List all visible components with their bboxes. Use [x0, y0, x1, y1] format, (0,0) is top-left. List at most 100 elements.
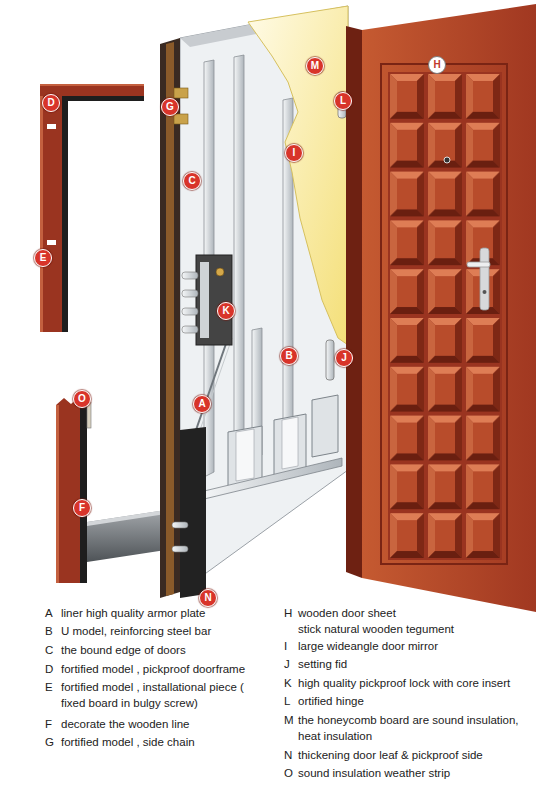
frame-highlight — [56, 405, 59, 583]
key-letter: B — [45, 623, 53, 639]
callout-circle: C — [183, 172, 201, 190]
frame-upright — [56, 396, 80, 583]
key-letter-text: C — [45, 644, 53, 656]
callout-letter: H — [433, 60, 440, 70]
callout-letter: N — [204, 593, 211, 603]
lock-cylinder — [216, 268, 224, 276]
callout-circle: N — [199, 589, 217, 607]
callout-circle: O — [73, 390, 91, 408]
callout-circle: A — [193, 395, 211, 413]
lock-bolt — [182, 272, 198, 279]
key-letter-text: E — [45, 681, 53, 693]
door-frame-line — [381, 64, 507, 564]
key-text: U model, reinforcing steel bar — [61, 625, 211, 637]
frame-inner-edge — [62, 96, 144, 101]
callout-letter: A — [198, 399, 205, 409]
door-panels — [388, 72, 502, 560]
u-channel — [274, 414, 306, 476]
key-text: the honeycomb board are sound insulation… — [298, 714, 519, 742]
callout-letter: O — [78, 394, 86, 404]
key-letter: M — [284, 712, 294, 728]
callout-circle: M — [306, 57, 324, 75]
key-description: fortified model , pickproof doorframe — [61, 661, 281, 677]
key-letter-text: D — [45, 663, 53, 675]
honeycomb-board — [248, 6, 348, 345]
leaf-side-strip — [180, 427, 206, 598]
lock-box — [196, 255, 232, 345]
key-letter: N — [284, 747, 292, 763]
key-letter: I — [284, 638, 287, 654]
key-letter: J — [284, 656, 290, 672]
key-letter: O — [284, 765, 293, 781]
frame-inner-edge — [80, 398, 87, 583]
steel-bar — [200, 458, 342, 500]
handle-plate — [480, 248, 489, 310]
callout-letter: B — [285, 351, 292, 361]
callout-circle: H — [428, 56, 446, 74]
lock-rod — [196, 338, 228, 430]
key-text: the bound edge of doors — [61, 644, 186, 656]
frame-slot — [47, 124, 56, 129]
key-text: setting fid — [298, 658, 347, 670]
key-description: fortified model , side chain — [61, 734, 281, 750]
u-channel-inner — [282, 417, 298, 469]
lock-rod — [200, 338, 232, 430]
key-description: thickening door leaf & pickproof side — [298, 747, 550, 763]
key-text: decorate the wooden line — [61, 718, 190, 730]
callout-circle: D — [42, 94, 60, 112]
key-letter: H — [284, 605, 292, 621]
lock-bolt — [182, 308, 198, 315]
lock-plate — [200, 262, 209, 338]
callout-letter: F — [79, 503, 85, 513]
callout-letter: C — [188, 176, 195, 186]
callout-circle: I — [285, 144, 303, 162]
callout-circle: K — [217, 302, 235, 320]
key-description: large wideangle door mirror — [298, 638, 550, 654]
callout-circle: B — [280, 347, 298, 365]
pickproof-pin — [172, 522, 188, 528]
lock-bolt — [182, 290, 198, 297]
callout-circle: E — [34, 249, 52, 267]
key-description: wooden door sheet stick natural wooden t… — [298, 605, 498, 637]
door-face — [362, 4, 536, 612]
key-description: ortified hinge — [298, 693, 550, 709]
frame-highlight — [40, 84, 43, 332]
key-letter-text: O — [284, 767, 293, 779]
key-letter-text: G — [45, 736, 54, 748]
key-letter-text: M — [284, 714, 294, 726]
key-description: setting fid — [298, 656, 550, 672]
key-letter: A — [45, 605, 53, 621]
side-chain — [174, 114, 188, 124]
key-letter-text: K — [284, 677, 292, 689]
key-letter: F — [45, 716, 52, 732]
key-letter: L — [284, 693, 290, 709]
key-description: sound insulation weather strip — [298, 765, 550, 781]
bound-edge-stripe — [166, 42, 174, 596]
key-description: decorate the wooden line — [61, 716, 281, 732]
key-letter-text: L — [284, 695, 290, 707]
key-text: liner high quality armor plate — [61, 607, 205, 619]
keyhole — [483, 290, 487, 294]
key-letter: K — [284, 675, 292, 691]
key-text: fortified model , installational piece (… — [61, 681, 244, 709]
key-letter: G — [45, 734, 54, 750]
callout-letter: D — [47, 98, 54, 108]
key-description: the bound edge of doors — [61, 642, 281, 658]
key-text: high quality pickproof lock with core in… — [298, 677, 510, 689]
key-letter: E — [45, 679, 53, 695]
key-letter-text: H — [284, 607, 292, 619]
key-letter-text: N — [284, 749, 292, 761]
key-letter-text: A — [45, 607, 53, 619]
key-text: large wideangle door mirror — [298, 640, 438, 652]
key-description: liner high quality armor plate — [61, 605, 281, 621]
frame-upright — [40, 84, 62, 332]
key-text: wooden door sheet stick natural wooden t… — [298, 607, 454, 635]
callout-circle: L — [334, 92, 352, 110]
key-text: fortified model , side chain — [61, 736, 195, 748]
key-text: sound insulation weather strip — [298, 767, 450, 779]
side-chain — [174, 88, 188, 98]
door-side — [346, 26, 362, 578]
callout-letter: M — [311, 61, 319, 71]
key-description: fortified model , installational piece (… — [61, 679, 261, 711]
key-letter-text: J — [284, 658, 290, 670]
